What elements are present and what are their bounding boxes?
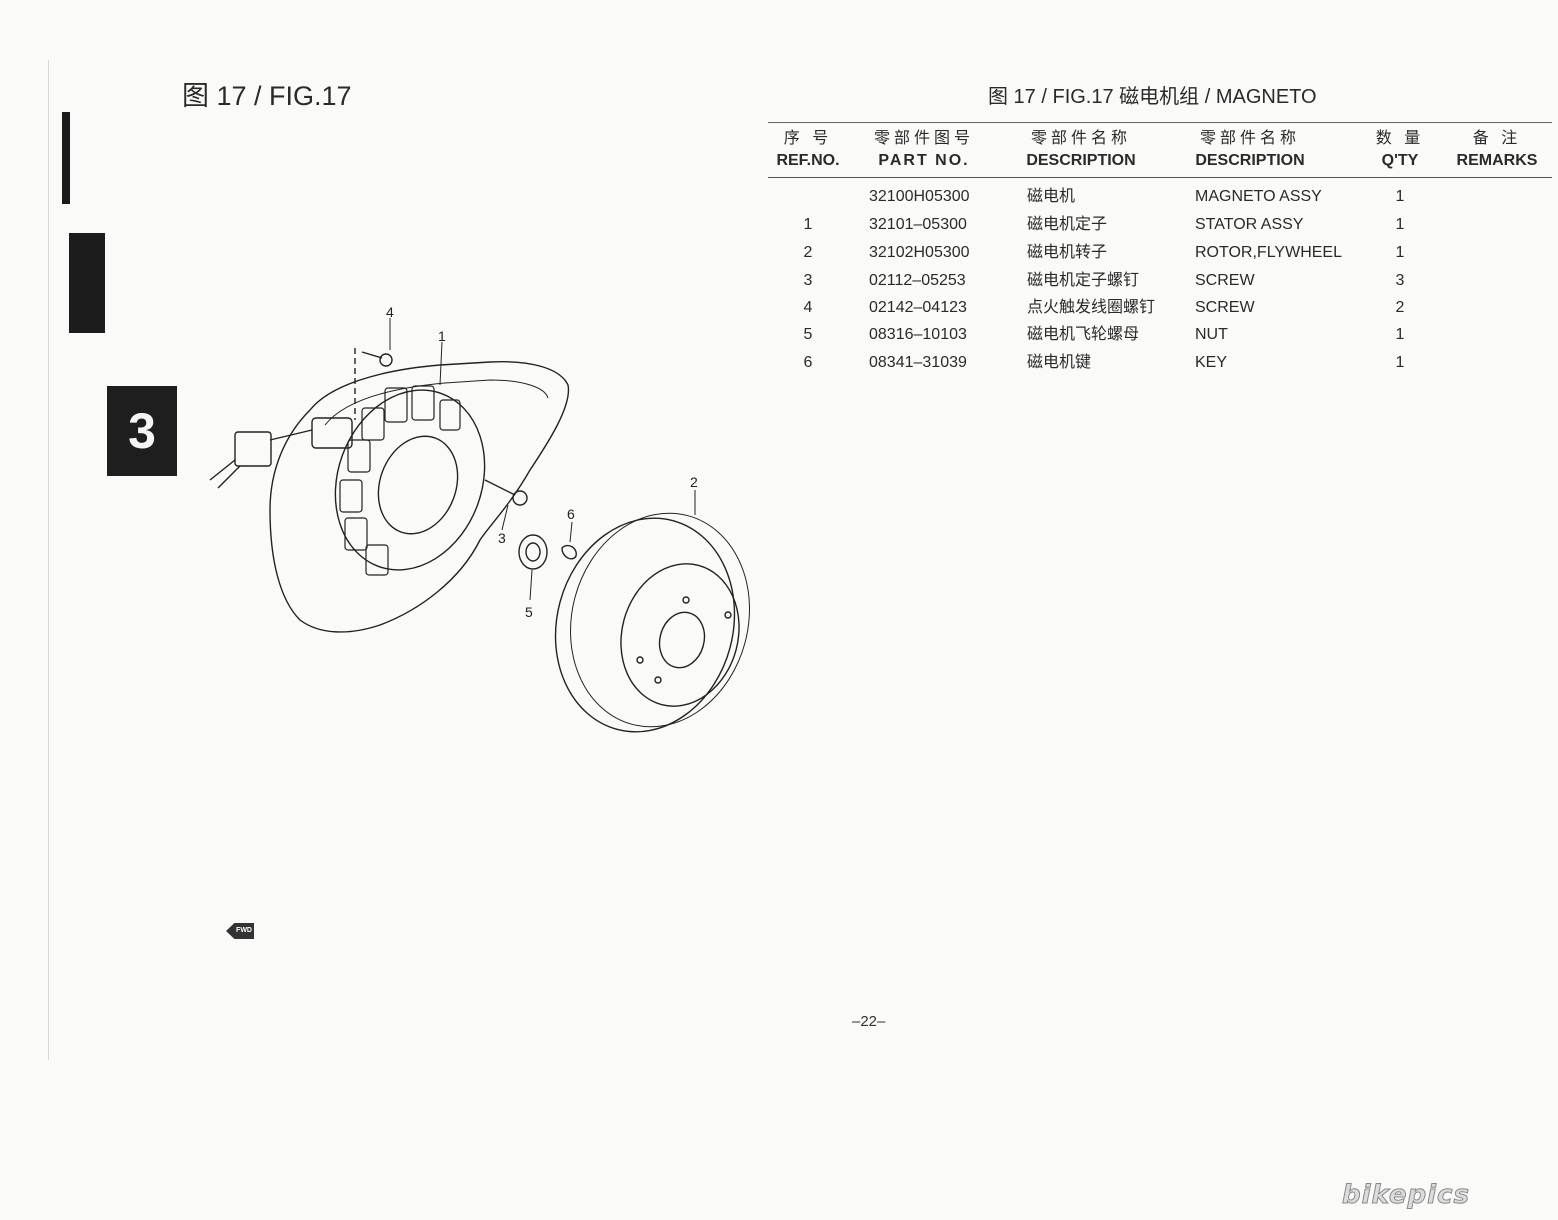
row-ref: 4 [803, 299, 813, 316]
header-desc-en-en: DESCRIPTION [1195, 152, 1305, 169]
row-desc-cn: 磁电机转子 [1027, 244, 1108, 261]
header-qty-cn: 数 量 [1375, 130, 1425, 147]
row-part-no: 02112–05253 [869, 272, 966, 289]
figure-title-left: 图 17 / FIG.17 [182, 81, 352, 111]
screw-3 [484, 479, 528, 506]
crankcase-cover-outline [269, 360, 570, 633]
header-part-en: PART NO. [878, 152, 970, 169]
row-ref: 5 [803, 326, 813, 343]
stator-coils [339, 385, 461, 576]
row-desc-en: KEY [1195, 354, 1228, 371]
row-ref: 2 [803, 244, 813, 261]
row-qty: 1 [1395, 244, 1405, 261]
header-description-en: 零部件名称 DESCRIPTION [1187, 128, 1313, 172]
callout-2: 2 [690, 474, 698, 490]
header-remarks: 备 注 REMARKS [1452, 128, 1542, 172]
row-qty: 1 [1395, 354, 1405, 371]
watermark-logo: bikepics [1342, 1180, 1470, 1211]
row-part-no: 08316–10103 [869, 326, 967, 343]
row-qty: 2 [1395, 299, 1405, 316]
header-ref-en: REF.NO. [776, 152, 840, 169]
wire-harness [209, 429, 313, 489]
row-desc-en: ROTOR,FLYWHEEL [1195, 244, 1342, 261]
callout-5: 5 [525, 604, 533, 620]
crankcase-cover-inner [324, 379, 549, 426]
header-remarks-cn: 备 注 [1472, 130, 1522, 147]
row-ref: 3 [803, 272, 813, 289]
header-desc-en-cn: 零部件名称 [1199, 130, 1300, 147]
row-qty: 1 [1395, 188, 1405, 205]
flywheel-rotor-2 [554, 512, 750, 733]
row-desc-en: SCREW [1195, 272, 1255, 289]
row-desc-cn: 磁电机 [1027, 188, 1076, 205]
header-desc-cn-cn: 零部件名称 [1030, 130, 1131, 147]
row-desc-cn: 磁电机键 [1027, 354, 1092, 371]
key-6 [561, 544, 577, 560]
row-part-no: 32102H05300 [869, 244, 970, 261]
row-desc-cn: 磁电机飞轮螺母 [1027, 326, 1140, 343]
row-ref: 1 [803, 216, 813, 233]
header-part-no: 零部件图号 PART NO. [862, 128, 986, 172]
header-remarks-en: REMARKS [1456, 152, 1538, 169]
header-qty: 数 量 Q'TY [1370, 128, 1430, 172]
margin-mark-block [69, 233, 105, 333]
header-desc-cn-en: DESCRIPTION [1026, 152, 1136, 169]
row-qty: 1 [1395, 216, 1405, 233]
header-ref-no: 序 号 REF.NO. [772, 128, 844, 172]
pulser-coil [311, 417, 353, 449]
header-ref-cn: 序 号 [783, 130, 833, 147]
header-description-cn: 零部件名称 DESCRIPTION [1018, 128, 1144, 172]
table-top-rule [768, 122, 1552, 123]
nut-5 [518, 534, 548, 570]
header-qty-en: Q'TY [1381, 152, 1419, 169]
page-number: –22– [852, 1013, 886, 1030]
connector-block [234, 431, 272, 467]
table-header-rule [768, 177, 1552, 178]
row-desc-en: MAGNETO ASSY [1195, 188, 1322, 205]
row-desc-cn: 磁电机定子 [1027, 216, 1108, 233]
row-part-no: 08341–31039 [869, 354, 967, 371]
row-part-no: 02142–04123 [869, 299, 967, 316]
row-desc-en: NUT [1195, 326, 1228, 343]
callout-leaders [389, 318, 696, 601]
callout-3: 3 [498, 530, 506, 546]
row-desc-cn: 磁电机定子螺钉 [1027, 272, 1140, 289]
row-qty: 1 [1395, 326, 1405, 343]
magneto-exploded-diagram [209, 318, 750, 733]
row-qty: 3 [1395, 272, 1405, 289]
fwd-arrow-icon: FWD [226, 923, 254, 939]
row-desc-en: STATOR ASSY [1195, 216, 1304, 233]
binding-edge-line [48, 60, 49, 1060]
row-ref: 6 [803, 354, 813, 371]
row-part-no: 32100H05300 [869, 188, 970, 205]
row-desc-cn: 点火触发线圈螺钉 [1027, 299, 1156, 316]
stator-ring [334, 389, 486, 571]
row-desc-en: SCREW [1195, 299, 1255, 316]
stator-hub [377, 435, 459, 535]
margin-mark-bar [62, 112, 70, 204]
figure-title-right: 图 17 / FIG.17 磁电机组 / MAGNETO [988, 86, 1317, 108]
callout-1: 1 [438, 328, 446, 344]
callout-4: 4 [386, 304, 394, 320]
section-tab[interactable]: 3 [107, 386, 177, 476]
screw-4 [354, 348, 393, 420]
header-part-cn: 零部件图号 [873, 130, 974, 147]
callout-6: 6 [567, 506, 575, 522]
row-part-no: 32101–05300 [869, 216, 967, 233]
